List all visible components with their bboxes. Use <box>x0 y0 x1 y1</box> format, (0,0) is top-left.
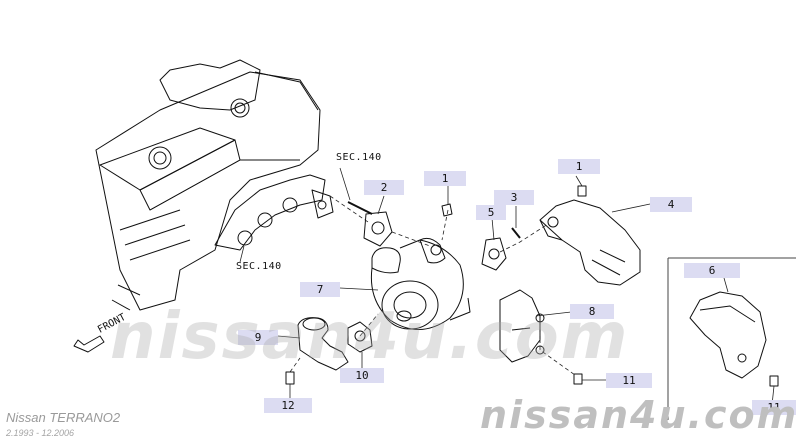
callout-10[interactable]: 10 <box>340 368 384 383</box>
callout-12[interactable]: 12 <box>264 398 312 413</box>
callout-4[interactable]: 4 <box>650 197 692 212</box>
production-dates: 2.1993 - 12.2006 <box>6 428 75 438</box>
callout-11[interactable]: 11 <box>606 373 652 388</box>
callout-8[interactable]: 8 <box>570 304 614 319</box>
callout-1-top[interactable]: 1 <box>558 159 600 174</box>
callout-1[interactable]: 1 <box>424 171 466 186</box>
callout-3[interactable]: 3 <box>494 190 534 205</box>
sec-ref-lower: SEC.140 <box>236 261 282 272</box>
callout-11-right[interactable]: 11 <box>752 400 796 415</box>
gasket-2 <box>363 211 393 247</box>
callout-7[interactable]: 7 <box>300 282 340 297</box>
heat-shield-6 <box>689 291 767 379</box>
watermark-corner: nissan4u.com <box>480 393 799 437</box>
gasket-10 <box>347 321 373 353</box>
callout-2[interactable]: 2 <box>364 180 404 195</box>
exhaust-manifold <box>214 174 334 251</box>
bolts <box>285 371 779 387</box>
callout-9[interactable]: 9 <box>238 330 278 345</box>
gasket-5 <box>481 237 507 271</box>
watermark-center: nissan4u.com <box>110 300 630 374</box>
turbocharger <box>370 237 471 330</box>
vehicle-model: Nissan TERRANO2 <box>6 410 121 425</box>
sec-ref-upper: SEC.140 <box>336 152 382 163</box>
callout-5[interactable]: 5 <box>476 205 506 220</box>
callout-6[interactable]: 6 <box>684 263 740 278</box>
engine-block <box>95 59 321 311</box>
outlet-pipe <box>539 199 641 286</box>
front-arrow <box>73 335 105 353</box>
bolt-1 <box>441 185 587 217</box>
pipe-9 <box>297 317 349 371</box>
